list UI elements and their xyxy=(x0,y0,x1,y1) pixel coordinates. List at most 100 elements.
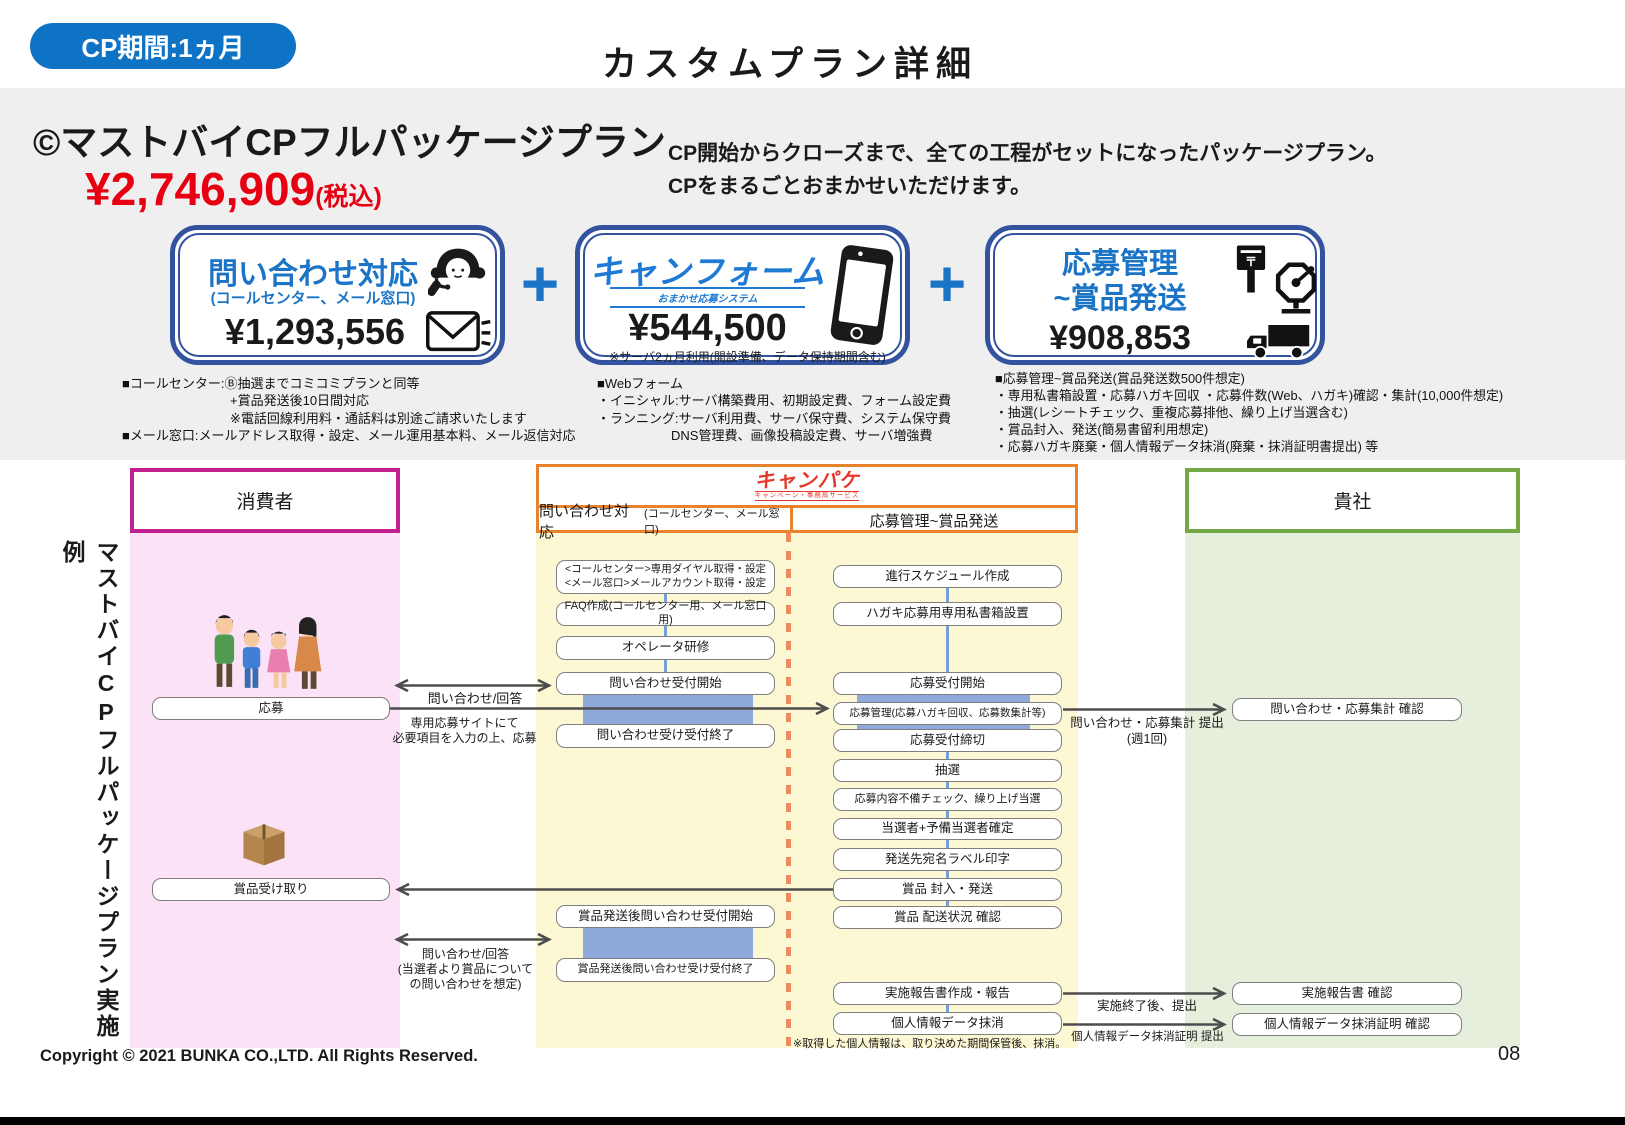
lottery-machine-icon xyxy=(1275,262,1317,314)
connector xyxy=(946,840,949,848)
erase-cert-submit-label: 個人情報データ抹消証明 提出 xyxy=(1071,1031,1224,1043)
tally-submit-label: 問い合わせ・応募集計 提出 (週1回) xyxy=(1066,716,1228,747)
note-line: ・専用私書箱設置・応募ハガキ回収 ・応募件数(Web、ハガキ)確認・集計(10,… xyxy=(995,387,1504,403)
flow-step-postship-inquiry-start: 賞品発送後問い合わせ受付開始 xyxy=(556,905,775,928)
canform-logo: キャンフォーム xyxy=(589,253,826,290)
flow-step-operator-training: オペレータ研修 xyxy=(556,636,775,660)
post-shipping-inquiry-label: 問い合わせ/回答 (当選者より賞品について の問い合わせを想定) xyxy=(378,947,553,992)
connector xyxy=(946,782,949,788)
flow-step-data-erase: 個人情報データ抹消 xyxy=(833,1012,1062,1035)
package-fulfillment-title-line1: 応募管理 xyxy=(1061,248,1178,280)
connector xyxy=(946,752,949,760)
plan-price-amount: ¥2,746,909 xyxy=(85,163,316,215)
page-title: カスタムプラン詳細 xyxy=(602,45,978,84)
note-line: ■Webフォーム xyxy=(597,376,683,391)
cardboard-box-icon xyxy=(243,824,285,866)
connector xyxy=(946,626,949,672)
fulfillment-column-header: 応募管理~賞品発送 xyxy=(790,508,1075,533)
consumer-receive-box: 賞品受け取り xyxy=(152,878,390,901)
package-inquiry-title: 問い合わせ対応 xyxy=(208,258,418,291)
delivery-truck-icon xyxy=(1247,325,1310,360)
connector xyxy=(946,811,949,818)
flow-step-inquiry-end: 問い合わせ受け受付終了 xyxy=(556,724,775,748)
tally-submit-line: 問い合わせ・応募集計 提出 xyxy=(1070,716,1224,730)
tally-submit-arrow xyxy=(1063,702,1227,717)
note-line: ・抽選(レシートチェック、重複応募排他、繰り上げ当選含む) xyxy=(995,404,1348,420)
erase-cert-submit-arrow xyxy=(1063,1017,1227,1031)
inquiry-answer-label: 問い合わせ/回答 xyxy=(427,691,523,706)
note-line: ・イニシャル:サーバ構築費用、初期設定費、フォーム設定費 xyxy=(597,393,952,409)
plan-description: CP開始からクローズまで、全ての工程がセットになったパッケージプラン。 CPをま… xyxy=(668,138,1387,203)
callcenter-notes: ■コールセンター:Ⓑ抽選までコミコミプランと同等 +賞品発送後10日間対応 ※電… xyxy=(122,375,575,444)
post-shipping-inquiry-band xyxy=(583,928,753,958)
note-line: ・ランニング:サーバ利用費、サーバ保守費、システム保守費 xyxy=(597,410,951,426)
cp-period-badge: CP期間:1ヵ月 xyxy=(30,23,296,69)
plan-price: ¥2,746,909(税込) xyxy=(85,162,382,216)
flow-step-schedule: 進行スケジュール作成 xyxy=(833,565,1062,588)
package-fulfillment-title: 応募管理 ~賞品発送 xyxy=(1005,247,1235,317)
flow-step-pobox-setup: ハガキ応募用専用私書箱設置 xyxy=(833,602,1062,626)
inquiry-column-header: 問い合わせ対応 (コールセンター、メール窓口) xyxy=(539,503,790,541)
svg-text:〒: 〒 xyxy=(1245,255,1257,269)
postbox-icon: 〒 xyxy=(1236,245,1266,293)
bottom-bar xyxy=(0,1117,1625,1125)
plan-description-line2: CPをまるごとおまかせいただけます。 xyxy=(668,174,1032,198)
connector xyxy=(664,626,667,636)
plus-sign: + xyxy=(520,246,560,320)
plan-price-tax: (税込) xyxy=(315,183,382,211)
apply-note-label: 専用応募サイトにて 必要項目を入力の上、応募 xyxy=(372,716,557,746)
vendor-header: キャンパケ キャンペーン・事務局サービス 問い合わせ対応 (コールセンター、メー… xyxy=(536,464,1078,541)
note-line: ・賞品封入、発送(簡易書留利用想定) xyxy=(995,421,1209,437)
flow-step-label-print: 発送先宛名ラベル印字 xyxy=(833,848,1062,871)
fulfillment-notes: ■応募管理~賞品発送(賞品発送数500件想定) ・専用私書箱設置・応募ハガキ回収… xyxy=(995,371,1503,455)
flow-step-dial-setup: <コールセンター>専用ダイヤル取得・設定 <メール窓口>メールアカウント取得・設… xyxy=(556,560,775,594)
consumer-column-bg xyxy=(130,533,400,1048)
package-canform-price: ¥544,500 xyxy=(628,307,787,349)
page-number: 08 xyxy=(1498,1043,1521,1065)
flow-step-application-deadline: 応募受付締切 xyxy=(833,729,1062,752)
note-line: DNS管理費、画像投稿設定費、サーバ増強費 xyxy=(671,427,933,443)
smartphone-icon xyxy=(830,245,894,345)
flow-step-application-start: 応募受付開始 xyxy=(833,672,1062,695)
client-header: 貴社 xyxy=(1185,468,1520,533)
note-line: ※電話回線利用料・通話料は別途ご請求いたします xyxy=(230,410,527,426)
family-illustration xyxy=(214,615,322,689)
client-step-erase-cert-confirm: 個人情報データ抹消証明 確認 xyxy=(1232,1013,1462,1036)
plan-description-line1: CP開始からクローズまで、全ての工程がセットになったパッケージプラン。 xyxy=(668,142,1387,165)
post-shipping-inquiry-arrow xyxy=(394,932,552,947)
apply-note-line: 専用応募サイトにて xyxy=(410,716,519,730)
prize-delivery-arrow xyxy=(395,882,833,897)
tally-submit-line: (週1回) xyxy=(1126,731,1168,746)
consumer-apply-box: 応募 xyxy=(152,697,390,720)
apply-arrow xyxy=(390,701,830,716)
flow-step-winner-confirm: 当選者+予備当選者確定 xyxy=(833,818,1062,840)
note-line: ■コールセンター:Ⓑ抽選までコミコミプランと同等 xyxy=(122,376,420,391)
webform-notes: ■Webフォーム ・イニシャル:サーバ構築費用、初期設定費、フォーム設定費 ・ラ… xyxy=(597,375,951,444)
package-inquiry-box: 問い合わせ対応 (コールセンター、メール窓口) ¥1,293,556 xyxy=(170,225,505,365)
package-fulfillment-title-line2: ~賞品発送 xyxy=(1053,282,1187,315)
note-line: +賞品発送後10日間対応 xyxy=(230,393,370,409)
plus-sign: + xyxy=(927,246,967,320)
flow-step-postship-inquiry-end: 賞品発送後問い合わせ受け受付終了 xyxy=(556,958,775,982)
plan-name: ©マストバイCPフルパッケージプラン xyxy=(33,122,666,163)
canform-logo-subtitle: おまかせ応募システム xyxy=(610,287,805,308)
consumer-header: 消費者 xyxy=(130,468,400,533)
copyright: Copyright © 2021 BUNKA CO.,LTD. All Righ… xyxy=(40,1047,478,1065)
inquiry-column-header-label: 問い合わせ対応 xyxy=(539,502,630,541)
flow-step-line: <コールセンター>専用ダイヤル取得・設定 xyxy=(565,563,766,576)
note-line: ■メール窓口:メールアドレス取得・設定、メール運用基本料、メール返信対応 xyxy=(122,427,576,443)
post-shipping-inquiry-line: の問い合わせを想定) xyxy=(409,977,522,991)
note-line: ・応募ハガキ廃棄・個人情報データ抹消(廃棄・抹消証明書提出) 等 xyxy=(995,438,1379,454)
flow-step-lottery: 抽選 xyxy=(833,759,1062,782)
client-column-bg xyxy=(1185,533,1520,1048)
inquiry-column-header-sub: (コールセンター、メール窓口) xyxy=(644,507,780,536)
package-inquiry-price: ¥1,293,556 xyxy=(224,311,406,352)
package-canform-box: キャンフォーム おまかせ応募システム ¥544,500 ※サーバ2ヵ月利用(開設… xyxy=(575,225,910,365)
client-step-report-confirm: 実施報告書 確認 xyxy=(1232,982,1462,1005)
note-line: ■応募管理~賞品発送(賞品発送数500件想定) xyxy=(995,371,1245,386)
privacy-note: ※取得した個人情報は、取り決めた期間保管後、抹消。 xyxy=(793,1038,1067,1050)
call-operator-icon xyxy=(428,248,486,297)
client-step-tally-confirm: 問い合わせ・応募集計 確認 xyxy=(1232,698,1462,721)
connector xyxy=(664,660,667,672)
